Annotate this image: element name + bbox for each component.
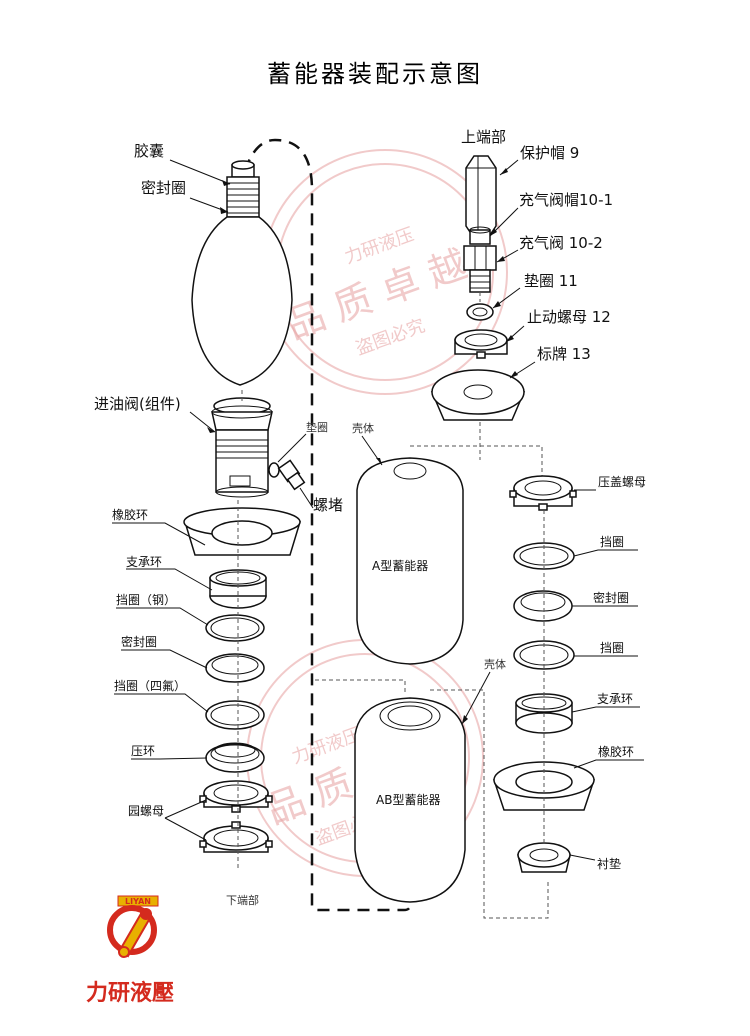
- label-rubber-ring-right: 橡胶环: [598, 744, 634, 759]
- label-top-end: 上端部: [461, 128, 506, 146]
- charge-valve-part: [463, 245, 497, 293]
- label-washer: 垫圈 11: [524, 272, 578, 290]
- label-cap: 保护帽 9: [520, 144, 579, 162]
- label-round-nut: 园螺母: [128, 804, 164, 818]
- label-gland-nut: 压盖螺母: [598, 475, 646, 489]
- label-press-ring: 压环: [131, 744, 155, 758]
- label-retainer-steel: 挡圈（钢）: [116, 593, 176, 607]
- label-oil-valve: 进油阀(组件): [94, 395, 181, 413]
- logo-badge: LIYAN: [125, 897, 151, 906]
- liyan-logo: LIYAN 力研液壓: [86, 895, 174, 1006]
- label-small-gasket: 垫圈: [306, 420, 328, 434]
- label-bottom-end: 下端部: [226, 893, 259, 907]
- assembly-dashed-outline: [238, 138, 412, 912]
- gland-nut-part: [509, 475, 577, 511]
- washer-part: [466, 303, 494, 321]
- label-seal-ring-right: 密封圈: [593, 590, 629, 605]
- bladder-neck: [226, 160, 260, 218]
- label-shell-a: 壳体: [352, 421, 374, 435]
- label-valve-cap: 充气阀帽10-1: [519, 191, 613, 209]
- label-retainer-ptfe: 挡圈（四氟）: [114, 679, 186, 693]
- retainer-steel-part: [205, 614, 265, 642]
- liner-part: [517, 842, 571, 873]
- retainer-ptfe-part: [205, 700, 265, 730]
- plug-screw: [277, 459, 306, 491]
- seal-ring-right: [513, 590, 573, 622]
- label-seal-ring-top: 密封圈: [141, 179, 186, 197]
- label-nameplate: 标牌 13: [537, 345, 591, 363]
- label-lock-nut: 止动螺母 12: [527, 308, 611, 326]
- label-ab-type: AB型蓄能器: [376, 793, 440, 807]
- label-support-ring: 支承环: [126, 555, 162, 569]
- protective-cap: [465, 155, 497, 239]
- bladder-body: [191, 216, 293, 386]
- a-type-shell: [356, 457, 464, 665]
- valve-cap-part: [469, 226, 491, 245]
- ab-type-shell: [354, 697, 466, 903]
- label-charge-valve: 充气阀 10-2: [519, 234, 603, 252]
- label-rubber-ring: 橡胶环: [112, 507, 148, 522]
- seal-ring-part: [205, 653, 265, 683]
- label-a-type: A型蓄能器: [372, 559, 428, 573]
- page-title: 蓄能器装配示意图: [267, 60, 483, 88]
- support-ring: [209, 569, 267, 609]
- label-plug: 螺堵: [313, 496, 343, 514]
- press-ring-part: [205, 742, 265, 773]
- logo-name: 力研液壓: [86, 980, 174, 1006]
- label-support-ring-right: 支承环: [597, 692, 633, 706]
- label-shell-ab: 壳体: [484, 657, 506, 671]
- nameplate-part: [430, 369, 526, 421]
- lock-nut-part: [454, 329, 508, 359]
- label-retainer-2: 挡圈: [600, 641, 624, 655]
- label-bladder: 胶囊: [134, 142, 164, 160]
- small-gasket: [268, 462, 280, 478]
- round-nut-1: [199, 780, 273, 813]
- oil-valve-assembly: [211, 397, 273, 498]
- label-retainer-1: 挡圈: [600, 535, 624, 549]
- label-liner: 衬垫: [597, 856, 621, 871]
- label-seal-ring: 密封圈: [121, 634, 157, 649]
- round-nut-2: [199, 821, 273, 853]
- rubber-ring: [183, 507, 302, 556]
